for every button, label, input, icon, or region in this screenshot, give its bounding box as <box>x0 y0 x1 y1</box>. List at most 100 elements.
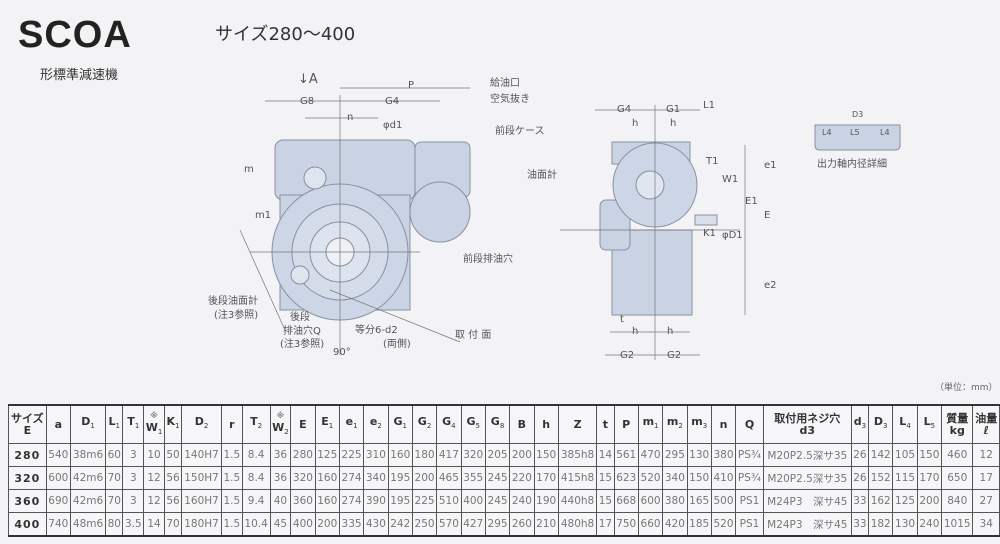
technical-drawing <box>239 87 901 360</box>
column-subscript: 5 <box>475 422 480 431</box>
table-cell: 33 <box>850 489 870 513</box>
table-cell: 200 <box>314 512 340 537</box>
table-cell: 210 <box>533 512 559 537</box>
label-oil-gauge: 油面計 <box>527 170 557 181</box>
column-subscript: 1 <box>157 428 163 437</box>
product-title: SCOA <box>18 14 132 56</box>
column-subscript: 2 <box>377 422 382 431</box>
table-cell: 520 <box>710 512 737 537</box>
column-header: L4 <box>892 404 918 444</box>
column-label: E <box>299 417 307 431</box>
table-cell: 33 <box>850 512 870 537</box>
dim-m: m <box>244 164 254 175</box>
table-cell: 130 <box>892 512 918 537</box>
table-cell: 48m6 <box>69 512 107 537</box>
table-cell: 15 <box>596 466 615 490</box>
table-cell: 190 <box>533 489 559 513</box>
table-cell: 240 <box>509 489 535 513</box>
column-subscript: 8 <box>499 422 505 431</box>
table-cell: 180H7 <box>181 512 222 537</box>
table-cell: 34 <box>972 512 1000 537</box>
table-cell: 400 <box>460 489 486 513</box>
table-cell: 80 <box>105 512 124 537</box>
dim-angle: 90° <box>333 347 351 358</box>
note-mark: ※ <box>276 411 285 421</box>
column-header: a <box>45 404 71 444</box>
table-cell: 623 <box>613 466 639 490</box>
table-cell: 320 <box>460 443 486 467</box>
dim-r-h1: h <box>632 118 639 129</box>
dim-G8: G8 <box>300 96 315 107</box>
bore-detail <box>814 124 901 151</box>
detail-D3: D3 <box>852 110 864 119</box>
table-cell: 17 <box>972 466 1000 490</box>
dim-r-h3: h <box>632 326 639 337</box>
column-label: Q <box>744 417 755 431</box>
table-cell: 415h8 <box>557 466 598 490</box>
table-cell: 10 <box>143 443 165 467</box>
table-cell: 125 <box>314 443 340 467</box>
column-label: P <box>622 417 631 431</box>
column-subscript: 4 <box>451 422 456 431</box>
column-header: D1 <box>69 404 107 444</box>
dim-r-D1: φD1 <box>722 230 743 241</box>
table-cell: PS1 <box>735 489 764 513</box>
table-cell: 26 <box>850 466 870 490</box>
detail-L4: L4 <box>822 128 832 137</box>
column-label: L <box>923 415 931 429</box>
table-cell: 750 <box>613 512 639 537</box>
table-cell: 160 <box>387 443 413 467</box>
column-subscript: 4 <box>906 422 911 431</box>
column-subscript: 2 <box>284 428 289 437</box>
column-header: T2 <box>241 404 271 444</box>
column-header: t <box>596 404 615 444</box>
table-cell: 380 <box>710 443 737 467</box>
column-header: G8 <box>484 404 511 444</box>
table-cell: 520 <box>637 466 664 490</box>
table-cell: 1.5 <box>220 512 243 537</box>
table-cell: 1.5 <box>220 466 243 490</box>
label-both-sides: (両側) <box>383 339 411 350</box>
table-cell: 840 <box>941 489 974 513</box>
table-cell: 1.5 <box>220 443 243 467</box>
table-cell: 200 <box>916 489 943 513</box>
column-subscript: 1 <box>402 422 407 431</box>
table-cell: 260 <box>509 512 535 537</box>
dim-r-h2: h <box>670 118 677 129</box>
dim-r-G2a: G2 <box>620 350 635 361</box>
label-oil-inlet: 給油口 <box>490 78 520 89</box>
table-cell: 660 <box>637 512 664 537</box>
table-cell: 142 <box>868 443 894 467</box>
label-equal-div: 等分6-d2 <box>355 325 398 336</box>
column-header: r <box>220 404 243 444</box>
table-cell: 561 <box>613 443 639 467</box>
table-cell: 465 <box>436 466 462 490</box>
column-header: T1 <box>122 404 145 444</box>
note-mark: ※ <box>150 411 158 421</box>
label-front-case: 前段ケース <box>495 126 545 137</box>
table-cell: 150 <box>916 443 943 467</box>
table-cell: PS1 <box>735 512 764 537</box>
table-cell: 410 <box>710 466 737 490</box>
table-cell: 170 <box>916 466 943 490</box>
table-cell: 3 <box>122 466 145 490</box>
size-cell: 360 <box>8 489 47 513</box>
table-cell: 12 <box>143 489 165 513</box>
table-cell: 150 <box>533 443 559 467</box>
column-subscript: 1 <box>353 422 358 431</box>
label-rear-oil-gauge: 後段油面計 <box>208 296 258 307</box>
column-label-line2: d3 <box>799 423 816 437</box>
column-subscript: 1 <box>90 422 95 431</box>
column-header: m2 <box>662 404 688 444</box>
dim-P: P <box>408 80 415 91</box>
table-cell: 130 <box>686 443 712 467</box>
column-header: G5 <box>460 404 486 444</box>
column-label: 取付用ネジ穴 <box>774 411 841 425</box>
table-cell: 140H7 <box>181 443 222 467</box>
table-cell: 335 <box>338 512 365 537</box>
table-cell: 360 <box>290 489 316 513</box>
table-cell: 115 <box>892 466 918 490</box>
